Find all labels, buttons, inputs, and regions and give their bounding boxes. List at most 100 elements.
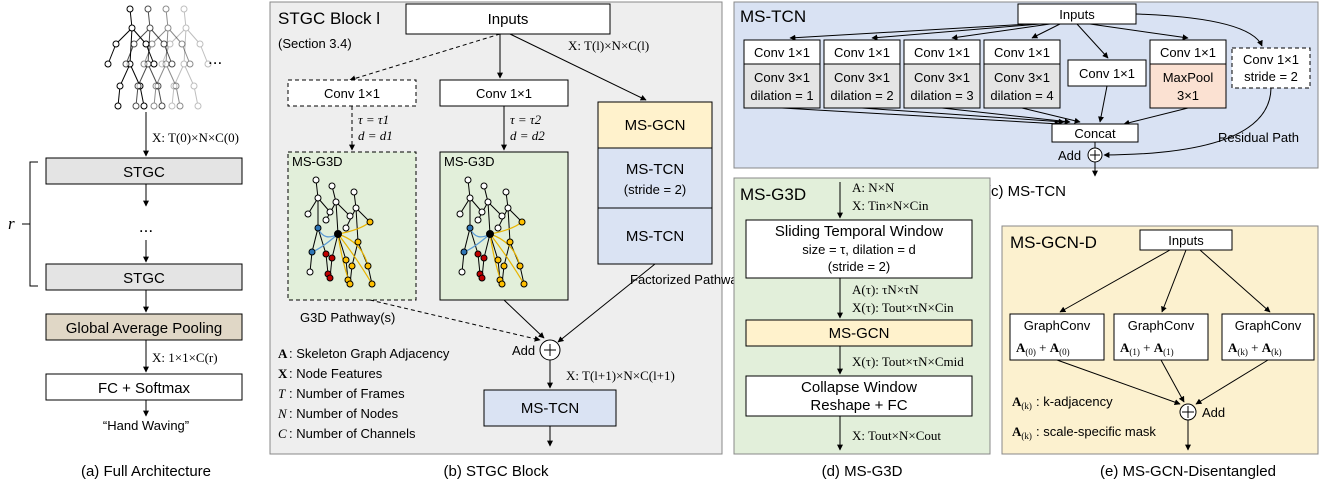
caption-a: (a) Full Architecture bbox=[81, 463, 211, 480]
legend-sym-4: C bbox=[278, 426, 287, 441]
residual-path-label-1: Residual Path bbox=[1218, 130, 1299, 145]
branch-1-top bbox=[823, 39, 901, 65]
ms-gcn-label: MS-GCN bbox=[625, 117, 686, 134]
tau1-label: τ = τ1 bbox=[358, 112, 389, 127]
ms-gcn-box bbox=[597, 101, 713, 149]
arrow-c-residual bbox=[1135, 13, 1263, 47]
stgc-dots: ... bbox=[139, 217, 153, 236]
collapse-label-1: Collapse Window bbox=[801, 379, 917, 396]
x-mid-shape: X(τ): Tout×τN×Cmid bbox=[852, 354, 964, 369]
tcn-branch-1: Conv 1×1 Conv 3×1 dilation = 2 bbox=[823, 39, 901, 109]
arrow-e-k bbox=[1199, 249, 1271, 313]
branch-3-bottom bbox=[983, 63, 1061, 109]
graphconv-1: GraphConv A(1) + A(1) bbox=[1113, 313, 1209, 361]
legend-sym-2: T bbox=[278, 386, 286, 401]
a-tau-shape: A(τ): τN×τN bbox=[852, 282, 919, 297]
graphconv-0: GraphConv A(0) + A(0) bbox=[1009, 313, 1105, 361]
add-label: Add bbox=[512, 343, 535, 358]
stw-stride: (stride = 2) bbox=[828, 259, 891, 274]
ms-tcn-stride-label: MS-TCN bbox=[626, 161, 684, 178]
tau2-label: τ = τ2 bbox=[510, 112, 542, 127]
skeleton-sequence-image bbox=[104, 5, 212, 110]
ms-g3d-dashed-box bbox=[287, 151, 417, 301]
branch-2-top-label: Conv 1×1 bbox=[914, 45, 970, 60]
panel-b-stgc-block: STGC Block l (Section 3.4) Inputs X: T(l… bbox=[269, 1, 745, 480]
repeat-bracket bbox=[29, 161, 38, 287]
tcn-maxpool-branch: Conv 1×1 MaxPool 3×1 bbox=[1149, 39, 1227, 109]
conv2-label: Conv 1×1 bbox=[476, 86, 532, 101]
arrow-e-1 bbox=[1161, 249, 1187, 313]
pool-top-label: Conv 1×1 bbox=[1160, 45, 1216, 60]
conv1-label: Conv 1×1 bbox=[324, 86, 380, 101]
arrow-c-b0 bbox=[789, 23, 1031, 41]
graphconv-k-k: (k) bbox=[1237, 347, 1248, 357]
graphconv-1-label: GraphConv bbox=[1128, 318, 1195, 333]
repeat-symbol: r bbox=[8, 214, 15, 233]
caption-b: (b) STGC Block bbox=[443, 463, 549, 480]
a-input-shape: A: N×N bbox=[852, 180, 895, 195]
legend-e-1-text: : k-adjacency bbox=[1036, 394, 1113, 409]
arrow-gck-add bbox=[1195, 359, 1269, 405]
branch-2-top bbox=[903, 39, 981, 65]
ms-tcn-stride-box bbox=[597, 147, 713, 209]
gap-label: Global Average Pooling bbox=[66, 320, 223, 337]
maxpool-label-1: MaxPool bbox=[1163, 70, 1214, 85]
ms-tcn-factorized-label: MS-TCN bbox=[626, 228, 684, 245]
branch-3-top-label: Conv 1×1 bbox=[994, 45, 1050, 60]
legend-e-1-symbol: A(k) bbox=[1012, 394, 1032, 411]
stgc-top-label: STGC bbox=[123, 164, 165, 181]
branch-0-top-label: Conv 1×1 bbox=[754, 45, 810, 60]
residual-conv-box bbox=[1231, 47, 1311, 89]
ms-gcn-d-label: MS-GCN bbox=[829, 325, 890, 342]
branch-1-bottom-label-1: Conv 3×1 bbox=[834, 70, 890, 85]
tcn-add-label: Add bbox=[1058, 148, 1081, 163]
branch-1-top-label: Conv 1×1 bbox=[834, 45, 890, 60]
caption-c: (c) MS-TCN bbox=[986, 183, 1066, 200]
graphconv-1-formula: A(1) + A(1) bbox=[1120, 340, 1174, 357]
residual-path-arrow bbox=[1103, 87, 1272, 158]
arrow-factorized-to-add bbox=[557, 263, 656, 343]
skeleton-ellipsis: ... bbox=[208, 49, 222, 68]
maxpool-label-2: 3×1 bbox=[1177, 88, 1199, 103]
msg3d-1-label: MS-G3D bbox=[292, 154, 343, 169]
branch-2-bottom-label-1: Conv 3×1 bbox=[914, 70, 970, 85]
conv1x1-dashed-box bbox=[287, 79, 417, 107]
panel-a-full-architecture: ... X: T(0)×N×C(0) STGC ... STGC r Globa… bbox=[8, 5, 243, 480]
e-add-label: Add bbox=[1202, 405, 1225, 420]
arrow-c-single bbox=[1076, 23, 1109, 59]
collapse-window-box bbox=[745, 375, 973, 417]
caption-e: (e) MS-GCN-Disentangled bbox=[1100, 463, 1276, 480]
stgc-block-title: STGC Block l bbox=[278, 9, 380, 28]
branch-0-top bbox=[743, 39, 821, 65]
stgc-bottom-label: STGC bbox=[123, 270, 165, 287]
arrow-e-0 bbox=[1059, 249, 1171, 313]
panel-c-ms-tcn: MS-TCN Inputs Conv 1×1 Conv 3×1 dilation… bbox=[733, 1, 1319, 200]
tcn-branch-2: Conv 1×1 Conv 3×1 dilation = 3 bbox=[903, 39, 981, 109]
ms-tcn-factorized-box bbox=[597, 207, 713, 265]
fc-softmax-label: FC + Softmax bbox=[98, 380, 191, 397]
branch-2-bottom bbox=[903, 63, 981, 109]
graphconv-k-box bbox=[1221, 313, 1315, 361]
legend-text-0: : Skeleton Graph Adjacency bbox=[289, 346, 450, 361]
legend-text-4: : Number of Channels bbox=[289, 426, 416, 441]
d2-label: d = d2 bbox=[510, 128, 545, 143]
graphconv-0-label: GraphConv bbox=[1024, 318, 1091, 333]
conv1x1-box bbox=[439, 79, 569, 107]
tcn-branch-0: Conv 1×1 Conv 3×1 dilation = 1 bbox=[743, 39, 821, 109]
inputs-box bbox=[405, 3, 611, 35]
ms-gcn-d-box bbox=[745, 319, 973, 347]
legend-text-1: : Node Features bbox=[289, 366, 383, 381]
graphconv-0-k: (0) bbox=[1025, 347, 1036, 357]
ms-g3d-title: MS-G3D bbox=[740, 185, 806, 204]
graphconv-1-k: (1) bbox=[1129, 347, 1140, 357]
legend-sym-0: A bbox=[278, 346, 288, 361]
msg3d-2-label: MS-G3D bbox=[444, 154, 495, 169]
ms-tcn-title: MS-TCN bbox=[740, 7, 806, 26]
arrow-gc1-add bbox=[1160, 359, 1185, 403]
branch-0-bottom-label-2: dilation = 1 bbox=[750, 88, 813, 103]
arrow-gc0-add bbox=[1056, 359, 1181, 406]
predicted-class-label: “Hand Waving” bbox=[103, 418, 189, 433]
arrow-b0-concat bbox=[781, 107, 1061, 127]
stw-size: size = τ, dilation = d bbox=[802, 242, 916, 257]
